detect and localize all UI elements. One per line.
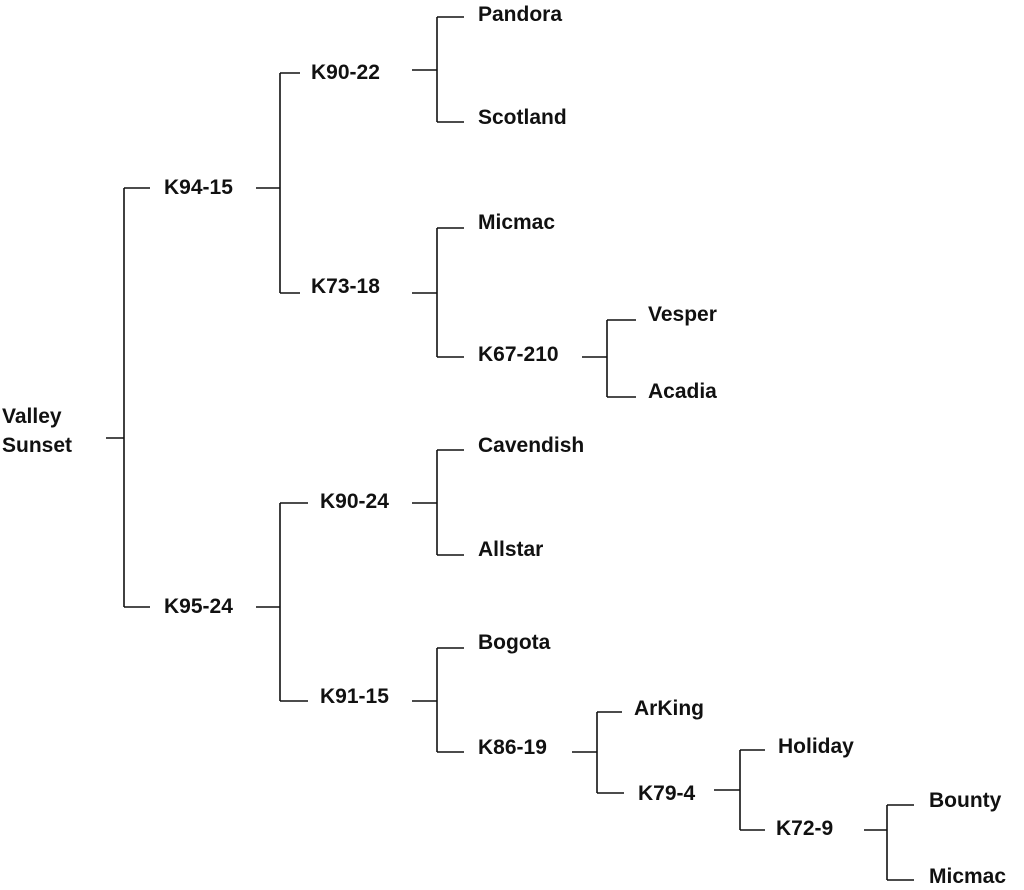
connector-k79-4 (714, 749, 765, 831)
node-arking: ArKing (634, 697, 704, 720)
connector-k90-22 (412, 16, 464, 123)
node-scotland: Scotland (478, 106, 567, 129)
node-vesper: Vesper (648, 303, 717, 326)
connector-k91-15 (412, 647, 464, 753)
connector-k94-15 (256, 72, 300, 294)
node-valley-sunset-line1: Valley (2, 405, 62, 428)
node-k73-18: K73-18 (311, 275, 380, 298)
node-pandora: Pandora (478, 3, 563, 26)
connector-k72-9 (864, 804, 914, 881)
node-k91-15: K91-15 (320, 685, 389, 708)
node-holiday: Holiday (778, 735, 854, 758)
node-bogota: Bogota (478, 631, 551, 654)
node-k95-24: K95-24 (164, 595, 233, 618)
connector-k90-24 (412, 449, 464, 556)
node-bounty: Bounty (929, 789, 1002, 812)
connector-k95-24 (256, 502, 308, 702)
node-allstar: Allstar (478, 538, 544, 561)
node-k79-4: K79-4 (638, 782, 696, 805)
connector-k86-19 (572, 711, 624, 794)
node-k72-9: K72-9 (776, 817, 834, 840)
node-k90-24: K90-24 (320, 490, 389, 513)
node-acadia: Acadia (648, 380, 717, 403)
node-micmac-1: Micmac (478, 211, 556, 234)
node-micmac-2: Micmac (929, 865, 1007, 888)
connector-k73-18 (412, 227, 464, 358)
node-k94-15: K94-15 (164, 176, 233, 199)
node-valley-sunset-line2: Sunset (2, 434, 73, 457)
connector-valley-sunset (106, 187, 150, 608)
node-cavendish: Cavendish (478, 434, 585, 457)
node-k90-22: K90-22 (311, 61, 380, 84)
node-k86-19: K86-19 (478, 736, 547, 759)
connector-k67-210 (582, 319, 636, 398)
node-valley-sunset: Valley Sunset (2, 406, 72, 457)
node-k67-210: K67-210 (478, 343, 559, 366)
